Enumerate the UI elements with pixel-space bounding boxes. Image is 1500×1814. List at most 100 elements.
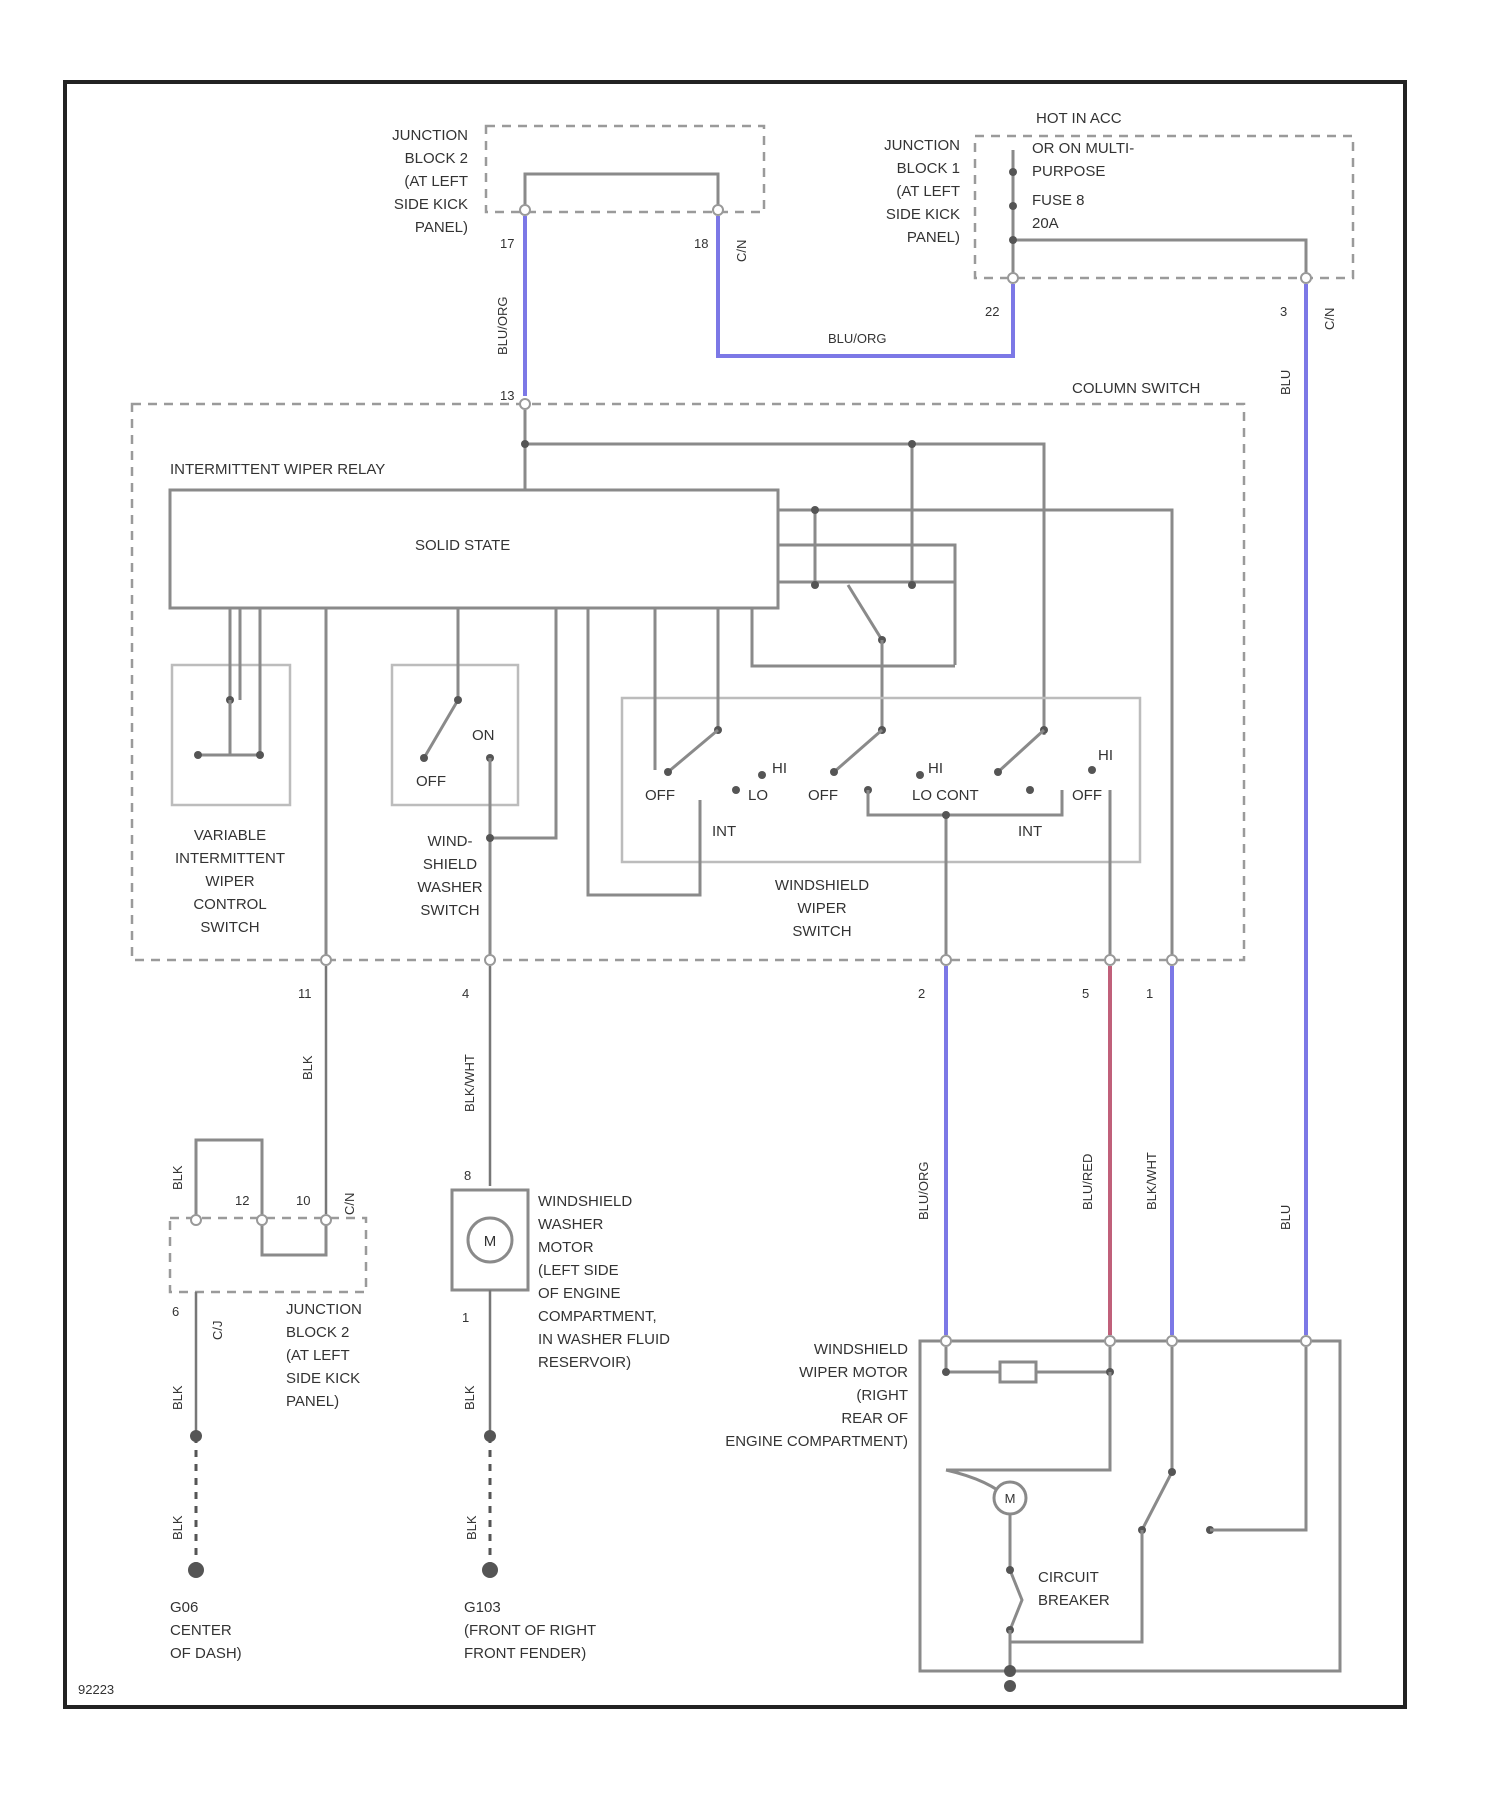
svg-text:FUSE 8: FUSE 8	[1032, 192, 1085, 209]
svg-text:FRONT FENDER): FRONT FENDER)	[464, 1645, 586, 1662]
svg-text:(FRONT OF RIGHT: (FRONT OF RIGHT	[464, 1622, 596, 1639]
svg-text:SIDE KICK: SIDE KICK	[886, 206, 960, 223]
svg-text:BLK/WHT: BLK/WHT	[1144, 1152, 1159, 1210]
wiper-motor-symbol: M	[1005, 1491, 1016, 1506]
svg-text:RESERVOIR): RESERVOIR)	[538, 1354, 631, 1371]
svg-text:11: 11	[298, 986, 312, 1001]
svg-text:HI: HI	[772, 760, 787, 777]
svg-text:MOTOR: MOTOR	[538, 1239, 594, 1256]
svg-text:PANEL): PANEL)	[907, 229, 960, 246]
svg-text:IN WASHER FLUID: IN WASHER FLUID	[538, 1331, 670, 1348]
svg-text:SIDE KICK: SIDE KICK	[286, 1370, 360, 1387]
svg-text:BLOCK 1: BLOCK 1	[897, 160, 960, 177]
svg-text:BLU/RED: BLU/RED	[1080, 1154, 1095, 1210]
svg-text:WINDSHIELD: WINDSHIELD	[538, 1193, 632, 1210]
svg-text:BLK: BLK	[462, 1385, 477, 1410]
svg-text:INT: INT	[1018, 823, 1042, 840]
svg-text:OFF: OFF	[645, 787, 675, 804]
svg-text:BLU/ORG: BLU/ORG	[495, 296, 510, 355]
svg-text:LO: LO	[748, 787, 768, 804]
svg-text:WIPER: WIPER	[797, 900, 846, 917]
svg-text:BLOCK 2: BLOCK 2	[286, 1324, 349, 1341]
svg-text:WASHER: WASHER	[417, 879, 482, 896]
svg-text:COLUMN SWITCH: COLUMN SWITCH	[1072, 380, 1200, 397]
svg-text:COMPARTMENT,: COMPARTMENT,	[538, 1308, 657, 1325]
svg-text:PANEL): PANEL)	[415, 219, 468, 236]
svg-text:HI: HI	[928, 760, 943, 777]
svg-text:CONTROL: CONTROL	[193, 896, 266, 913]
svg-text:OFF: OFF	[808, 787, 838, 804]
svg-text:BLK: BLK	[464, 1515, 479, 1540]
svg-text:BLU: BLU	[1278, 370, 1293, 395]
washer-motor-symbol: M	[484, 1233, 497, 1250]
svg-text:BLU/ORG: BLU/ORG	[916, 1161, 931, 1220]
svg-text:8: 8	[464, 1168, 471, 1183]
svg-text:17: 17	[500, 236, 514, 251]
svg-text:C/N: C/N	[734, 240, 749, 262]
svg-text:JUNCTION: JUNCTION	[286, 1301, 362, 1318]
svg-text:INTERMITTENT WIPER RELAY: INTERMITTENT WIPER RELAY	[170, 461, 385, 478]
svg-text:SIDE KICK: SIDE KICK	[394, 196, 468, 213]
svg-text:BLOCK 2: BLOCK 2	[405, 150, 468, 167]
svg-text:BLK: BLK	[300, 1055, 315, 1080]
svg-text:OFF: OFF	[416, 773, 446, 790]
svg-text:ENGINE COMPARTMENT): ENGINE COMPARTMENT)	[725, 1433, 908, 1450]
svg-text:2: 2	[918, 986, 925, 1001]
junction-block-2-bottom: BLK 12 10 C/N 6 C/J JUNCTION BLOCK 2 (AT…	[170, 1140, 366, 1410]
svg-text:WASHER: WASHER	[538, 1216, 603, 1233]
svg-text:3: 3	[1280, 304, 1287, 319]
svg-text:(AT LEFT: (AT LEFT	[404, 173, 468, 190]
svg-text:C/N: C/N	[1322, 308, 1337, 330]
ground-left: BLK BLK G06 CENTER OF DASH)	[170, 1292, 242, 1662]
svg-text:PURPOSE: PURPOSE	[1032, 163, 1105, 180]
svg-text:BLK: BLK	[170, 1385, 185, 1410]
svg-text:20A: 20A	[1032, 215, 1059, 232]
svg-text:WINDSHIELD: WINDSHIELD	[775, 877, 869, 894]
figure-id: 92223	[78, 1682, 114, 1697]
svg-text:INTERMITTENT: INTERMITTENT	[175, 850, 285, 867]
ground-right: BLK G103 (FRONT OF RIGHT FRONT FENDER)	[464, 1430, 596, 1662]
svg-text:CIRCUIT: CIRCUIT	[1038, 1569, 1099, 1586]
svg-text:SWITCH: SWITCH	[420, 902, 479, 919]
svg-text:WIPER: WIPER	[205, 873, 254, 890]
svg-text:ON: ON	[472, 727, 495, 744]
windshield-washer-motor: 8 M 1 BLK WINDSHIELD WASHER MOTOR (LEFT …	[452, 1168, 670, 1436]
svg-text:13: 13	[500, 388, 514, 403]
svg-text:INT: INT	[712, 823, 736, 840]
svg-text:LO CONT: LO CONT	[912, 787, 979, 804]
svg-text:JUNCTION: JUNCTION	[392, 127, 468, 144]
svg-text:WINDSHIELD: WINDSHIELD	[814, 1341, 908, 1358]
svg-text:BREAKER: BREAKER	[1038, 1592, 1110, 1609]
svg-text:C/J: C/J	[210, 1321, 225, 1341]
svg-text:BLK/WHT: BLK/WHT	[462, 1054, 477, 1112]
svg-text:PANEL): PANEL)	[286, 1393, 339, 1410]
svg-text:BLU: BLU	[1278, 1205, 1293, 1230]
svg-text:HI: HI	[1098, 747, 1113, 764]
svg-text:OFF: OFF	[1072, 787, 1102, 804]
svg-text:C/N: C/N	[342, 1193, 357, 1215]
svg-text:REAR OF: REAR OF	[841, 1410, 908, 1427]
svg-text:JUNCTION: JUNCTION	[884, 137, 960, 154]
column-switch: COLUMN SWITCH INTERMITTENT WIPER RELAY S…	[132, 380, 1244, 965]
svg-text:CENTER: CENTER	[170, 1622, 232, 1639]
svg-text:BLK: BLK	[170, 1515, 185, 1540]
svg-text:OF ENGINE: OF ENGINE	[538, 1285, 621, 1302]
svg-text:BLK: BLK	[170, 1165, 185, 1190]
svg-text:VARIABLE: VARIABLE	[194, 827, 266, 844]
svg-text:OF DASH): OF DASH)	[170, 1645, 242, 1662]
svg-text:SHIELD: SHIELD	[423, 856, 477, 873]
lower-wires: 11 BLK 4 BLK/WHT 2 BLU/ORG 5 BLU/RED 1 B…	[298, 966, 1172, 1335]
svg-text:HOT IN ACC: HOT IN ACC	[1036, 110, 1122, 127]
svg-text:G103: G103	[464, 1599, 501, 1616]
svg-text:12: 12	[235, 1193, 249, 1208]
svg-text:(LEFT SIDE: (LEFT SIDE	[538, 1262, 619, 1279]
svg-text:6: 6	[172, 1304, 179, 1319]
junction-block-2-top: JUNCTION BLOCK 2 (AT LEFT SIDE KICK PANE…	[392, 126, 764, 262]
svg-text:18: 18	[694, 236, 708, 251]
svg-text:1: 1	[1146, 986, 1153, 1001]
svg-text:BLU/ORG: BLU/ORG	[828, 331, 887, 346]
junction-block-1: HOT IN ACC JUNCTION BLOCK 1 (AT LEFT SID…	[884, 110, 1353, 330]
windshield-wiper-motor: WINDSHIELD WIPER MOTOR (RIGHT REAR OF EN…	[725, 1336, 1340, 1692]
svg-text:22: 22	[985, 304, 999, 319]
svg-text:WIND-: WIND-	[428, 833, 473, 850]
